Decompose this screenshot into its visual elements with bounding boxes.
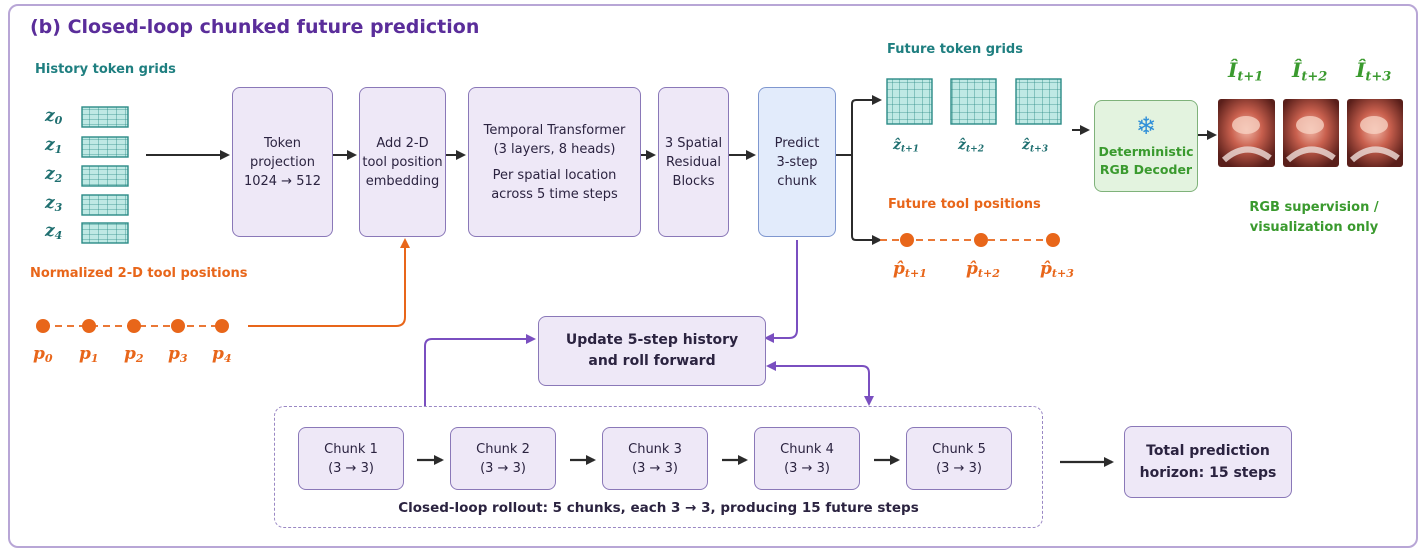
- history-tool-label-0: p0: [33, 344, 53, 365]
- future-grid-2: [950, 78, 997, 125]
- frame-label-2: Ît+2: [1292, 58, 1328, 85]
- history-tool-label-1: p1: [79, 344, 99, 365]
- history-token-2: z2: [45, 164, 63, 185]
- tool-embedding-box: Add 2-D tool position embedding: [359, 87, 446, 237]
- arrow-tools-to-embedding: [248, 238, 410, 327]
- token-projection-box: Token projection 1024 → 512: [232, 87, 333, 237]
- history-tool-point-1: [82, 319, 96, 333]
- future-token-1: ẑt+1: [893, 137, 920, 155]
- history-label: History token grids: [35, 62, 176, 77]
- figure-title: (b) Closed-loop chunked future predictio…: [30, 16, 480, 38]
- history-tool-point-3: [171, 319, 185, 333]
- future-tool-track: [880, 233, 1060, 247]
- frame-label-1: Ît+1: [1228, 58, 1264, 85]
- future-tool-point-2: [974, 233, 988, 247]
- chunk-4-box: Chunk 4 (3 → 3): [754, 427, 860, 490]
- rgb-supervision-note: RGB supervision / visualization only: [1249, 200, 1379, 235]
- frame-label-3: Ît+3: [1356, 58, 1392, 85]
- arrow-rollout-to-update: [424, 334, 536, 406]
- history-tool-label-3: p3: [168, 344, 188, 365]
- future-grid-1: [886, 78, 933, 125]
- future-tool-label-1: p̂t+1: [893, 259, 927, 280]
- frame-image-1: [1218, 99, 1275, 167]
- chunk-1-box: Chunk 1 (3 → 3): [298, 427, 404, 490]
- history-tool-point-0: [36, 319, 50, 333]
- figure-frame: [8, 4, 1418, 548]
- history-tool-point-4: [215, 319, 229, 333]
- tool-positions-label: Normalized 2-D tool positions: [30, 266, 248, 281]
- history-tool-label-4: p4: [212, 344, 232, 365]
- temporal-transformer-box: Temporal Transformer (3 layers, 8 heads)…: [468, 87, 641, 237]
- future-tool-point-3: [1046, 233, 1060, 247]
- future-token-3: ẑt+3: [1022, 137, 1049, 155]
- history-grid-2: [81, 165, 129, 187]
- future-tools-label: Future tool positions: [888, 197, 1041, 212]
- history-tool-label-2: p2: [124, 344, 144, 365]
- arrow-predict-to-future-tools: [851, 155, 882, 245]
- arrow-predict-to-future-tokens: [836, 95, 882, 156]
- predict-chunk-box: Predict 3-step chunk: [758, 87, 836, 237]
- arrow-predict-to-update: [764, 240, 798, 343]
- history-token-0: z0: [45, 106, 63, 127]
- spatial-blocks-box: 3 Spatial Residual Blocks: [658, 87, 729, 237]
- future-token-2: ẑt+2: [958, 137, 985, 155]
- history-token-1: z1: [45, 135, 63, 156]
- history-grid-0: [81, 106, 129, 128]
- total-horizon-box: Total prediction horizon: 15 steps: [1124, 426, 1292, 498]
- future-grids: [886, 78, 1062, 125]
- history-grid-3: [81, 194, 129, 216]
- update-history-box: Update 5-step history and roll forward: [538, 316, 766, 386]
- future-tool-point-1: [900, 233, 914, 247]
- predicted-frames: [1218, 99, 1403, 167]
- future-tool-label-2: p̂t+2: [966, 259, 1000, 280]
- future-tool-label-3: p̂t+3: [1040, 259, 1074, 280]
- rgb-decoder-box: ❄ Deterministic RGB Decoder: [1094, 100, 1198, 192]
- history-grid-1: [81, 136, 129, 158]
- arrow-update-rollout-link: [766, 361, 874, 406]
- history-tool-point-2: [127, 319, 141, 333]
- rollout-caption: Closed-loop rollout: 5 chunks, each 3 → …: [398, 500, 919, 516]
- history-token-4: z4: [45, 221, 63, 242]
- frame-image-2: [1283, 99, 1339, 167]
- snowflake-icon: ❄: [1135, 112, 1157, 140]
- chunk-5-box: Chunk 5 (3 → 3): [906, 427, 1012, 490]
- chunk-3-box: Chunk 3 (3 → 3): [602, 427, 708, 490]
- closed-loop-rollout-container: [274, 406, 1043, 528]
- frame-image-3: [1347, 99, 1403, 167]
- future-tokens-label: Future token grids: [887, 42, 1023, 57]
- history-token-3: z3: [45, 193, 63, 214]
- history-grids: [81, 106, 129, 244]
- chunk-2-box: Chunk 2 (3 → 3): [450, 427, 556, 490]
- future-grid-3: [1015, 78, 1062, 125]
- history-tool-track: [36, 319, 229, 333]
- history-grid-4: [81, 222, 129, 244]
